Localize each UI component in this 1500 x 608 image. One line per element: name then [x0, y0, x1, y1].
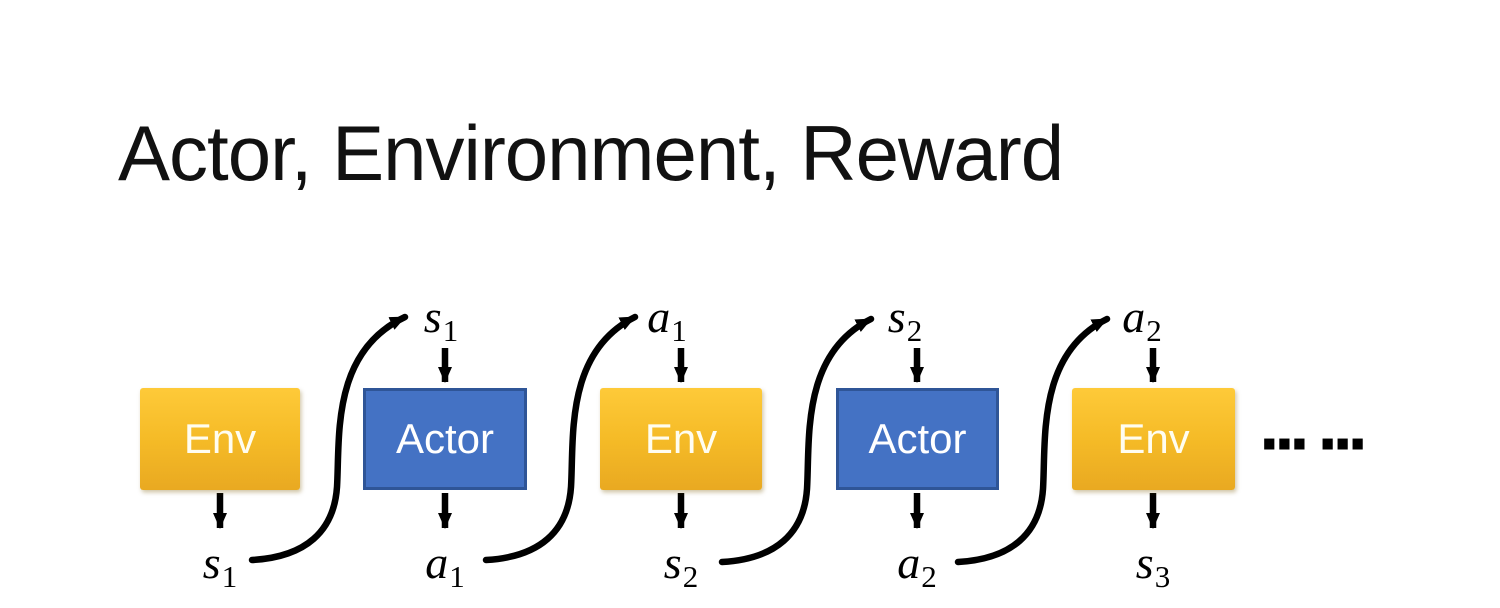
curved-arrow-s2 — [718, 315, 875, 566]
bottom-label-s2-base: s — [663, 537, 682, 588]
top-label-a2: a2 — [1097, 288, 1187, 348]
bottom-label-s3: s3 — [1108, 534, 1198, 594]
top-label-a1: a1 — [622, 288, 712, 348]
bottom-label-s3-base: s — [1135, 537, 1154, 588]
env-box-1: Env — [140, 388, 300, 490]
top-label-a2-base: a — [1122, 291, 1146, 342]
bottom-label-s2-sub: 2 — [682, 559, 699, 594]
top-label-s1-base: s — [423, 291, 442, 342]
bottom-label-s1-base: s — [202, 537, 221, 588]
bottom-label-a1: a1 — [400, 534, 490, 594]
bottom-label-a1-sub: 1 — [449, 559, 465, 594]
actor-box-2-label: Actor — [868, 415, 967, 462]
bottom-label-a2-base: a — [897, 537, 921, 588]
bottom-label-a2: a2 — [872, 534, 962, 594]
actor-box-1-label: Actor — [395, 415, 495, 462]
env-box-1-label: Env — [183, 415, 257, 462]
bottom-label-s1-sub: 1 — [221, 559, 238, 594]
actor-box-1: Actor — [363, 388, 527, 490]
curved-arrow-a1 — [482, 313, 639, 564]
bottom-label-s2: s2 — [636, 534, 726, 594]
env-box-3-label: Env — [1117, 415, 1190, 462]
env-box-2-label: Env — [644, 415, 718, 462]
top-label-a1-base: a — [647, 291, 671, 342]
top-label-s2: s2 — [860, 288, 950, 348]
actor-box-2: Actor — [836, 388, 999, 490]
top-label-s1-sub: 1 — [442, 313, 459, 348]
top-label-a1-sub: 1 — [671, 313, 687, 348]
top-label-s1: s1 — [396, 288, 486, 348]
bottom-label-a2-sub: 2 — [921, 559, 937, 594]
bottom-label-a1-base: a — [425, 537, 449, 588]
curved-arrow-a2 — [954, 315, 1111, 566]
continuation-ellipsis: ··· ··· — [1258, 410, 1368, 478]
top-label-s2-sub: 2 — [906, 313, 923, 348]
env-box-2: Env — [600, 388, 762, 490]
bottom-label-s3-sub: 3 — [1154, 559, 1171, 594]
slide-title: Actor, Environment, Reward — [118, 109, 1064, 197]
curved-arrow-s1 — [248, 313, 409, 564]
env-box-3: Env — [1072, 388, 1235, 490]
bottom-label-s1: s1 — [175, 534, 265, 594]
top-label-a2-sub: 2 — [1146, 313, 1162, 348]
top-label-s2-base: s — [887, 291, 906, 342]
